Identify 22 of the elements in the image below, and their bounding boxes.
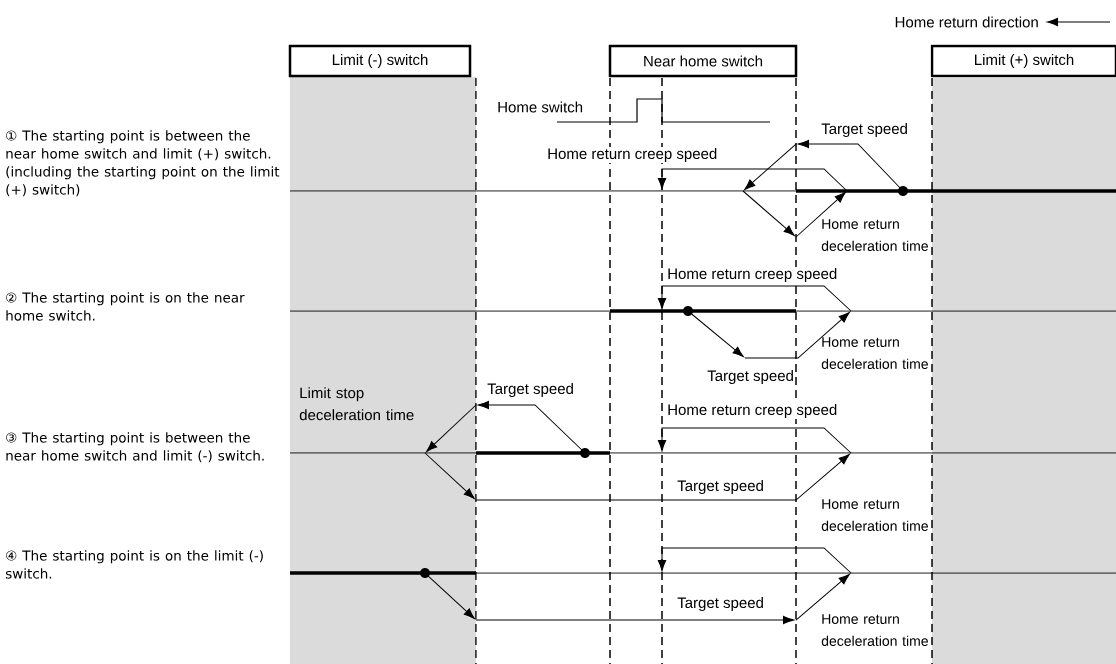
speed-label: Home return creep speed (666, 403, 839, 419)
speed-label: Target speed (706, 369, 795, 385)
home-switch-label: Home switch (496, 100, 585, 114)
time-label: Home return deceleration time (821, 337, 928, 369)
speed-label: Target speed (486, 382, 575, 398)
speed-label: Target speed (676, 479, 765, 495)
switch-box: Near home switch (608, 44, 798, 78)
speed-label: Target speed (676, 596, 765, 612)
time-label: Home return deceleration time (821, 219, 928, 251)
speed-label: Target speed (821, 123, 907, 137)
speed-label: Home return creep speed (666, 267, 839, 283)
case-description: ① The starting point is between the near home switch and limit (+) switch. (including the starting point on the limit (+) switch) (6, 130, 280, 197)
time-label: Home return deceleration time (821, 499, 928, 531)
switch-box: Limit (+) switch (930, 44, 1116, 78)
case-description: ③ The starting point is between the near home switch and limit (-) switch. (6, 432, 264, 463)
direction-label: Home return direction (893, 15, 1040, 29)
speed-label: Home return creep speed (546, 147, 719, 163)
case-description: ④ The starting point is on the limit (-) switch. (5, 550, 263, 579)
time-label: Home return deceleration time (821, 614, 928, 646)
switch-box: Limit (-) switch (288, 44, 472, 78)
time-label: Limit stop deceleration time (299, 387, 414, 421)
case-description: ② The starting point is on the near home switch. (6, 292, 245, 321)
